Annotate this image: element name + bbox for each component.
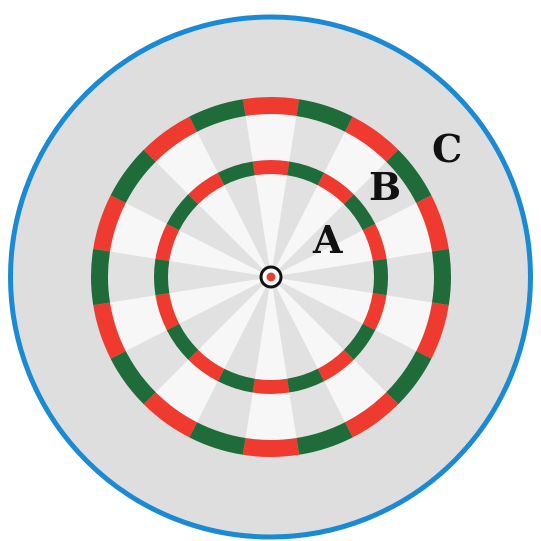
inner-ring-segment (253, 160, 290, 175)
inner-ring-segment (373, 259, 388, 296)
outer-ring-segment (243, 438, 299, 457)
label-b: B (369, 164, 401, 209)
bullseye-center (267, 273, 276, 282)
inner-ring-segment (253, 379, 290, 394)
label-a: A (312, 217, 343, 262)
outer-ring-segment (91, 249, 110, 305)
outer-ring-segment (432, 249, 451, 305)
outer-ring-segment (243, 97, 299, 116)
inner-ring-segment (154, 259, 169, 296)
label-c: C (432, 126, 462, 171)
